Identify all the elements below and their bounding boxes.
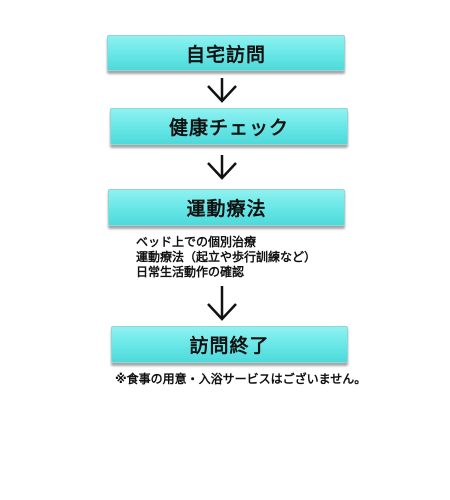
down-arrow-icon — [207, 155, 237, 180]
step-home-visit: 自宅訪問 — [107, 35, 345, 71]
down-arrow-icon — [207, 78, 237, 103]
step-label: 自宅訪問 — [185, 43, 266, 66]
step-label: 運動療法 — [186, 198, 267, 220]
step-visit-end: 訪問終了 — [111, 326, 348, 363]
service-footnote: ※食事の用意・入浴サービスはございません。 — [115, 372, 367, 386]
step-exercise-therapy: 運動療法 — [108, 189, 345, 226]
exercise-details-list: ベッド上での個別治療 運動療法（起立や歩行訓練など） 日常生活動作の確認 — [136, 235, 366, 280]
exercise-detail-item: 運動療法（起立や歩行訓練など） — [136, 250, 317, 264]
exercise-detail-item: 日常生活動作の確認 — [136, 265, 245, 279]
step-label: 健康チェック — [168, 117, 289, 139]
down-arrow-icon — [207, 286, 237, 321]
step-label: 訪問終了 — [189, 335, 270, 357]
exercise-detail-item: ベッド上での個別治療 — [136, 235, 257, 249]
step-health-check: 健康チェック — [110, 108, 348, 145]
